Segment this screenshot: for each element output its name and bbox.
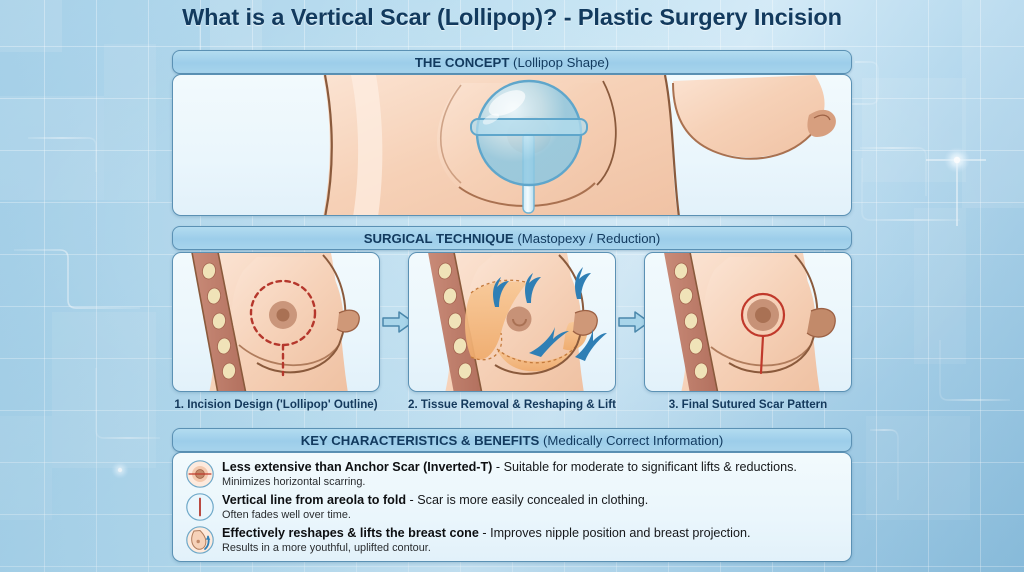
key-characteristic-item: Vertical line from areola to fold - Scar… (173, 491, 851, 524)
key-characteristic-rest: - Improves nipple position and breast pr… (478, 526, 751, 540)
step-connector-arrow-1 (382, 311, 414, 333)
step-2-tissue-removal-lift-illustration (428, 253, 607, 391)
key-characteristic-text: Effectively reshapes & lifts the breast … (222, 525, 751, 555)
concept-header-bold: THE CONCEPT (414, 54, 510, 70)
key-characteristic-rest: - Scar is more easily concealed in cloth… (406, 493, 649, 507)
key-characteristic-bold: Less extensive than Anchor Scar (Inverte… (222, 460, 493, 474)
key-characteristic-bold: Vertical line from areola to fold (222, 493, 407, 507)
technique-section-header: SURGICAL TECHNIQUE (Mastopexy / Reductio… (172, 226, 852, 250)
step-1-caption: 1. Incision Design ('Lollipop' Outline) (174, 398, 378, 411)
key-characteristic-bold: Effectively reshapes & lifts the breast … (222, 526, 479, 540)
key-characteristic-text: Less extensive than Anchor Scar (Inverte… (222, 459, 797, 489)
key-characteristic-main: Effectively reshapes & lifts the breast … (222, 526, 751, 541)
step-3-final-scar-illustration (664, 253, 836, 391)
key-characteristic-sub: Minimizes horizontal scarring. (222, 475, 366, 488)
technique-header-bold: SURGICAL TECHNIQUE (363, 230, 514, 246)
step-3-caption: 3. Final Sutured Scar Pattern (668, 398, 828, 411)
key-characteristics-section-header: KEY CHARACTERISTICS & BENEFITS (Medicall… (172, 428, 852, 452)
technique-step-1-panel (172, 252, 380, 392)
vertical-line-icon (186, 493, 214, 521)
key-header-bold: KEY CHARACTERISTICS & BENEFITS (300, 432, 540, 448)
technique-header-text: SURGICAL TECHNIQUE (Mastopexy / Reductio… (364, 231, 661, 246)
key-characteristic-sub: Often fades well over time. (222, 508, 351, 521)
concept-torso-lollipop-illustration (323, 75, 836, 215)
key-characteristics-panel: Less extensive than Anchor Scar (Inverte… (172, 452, 852, 562)
technique-header-normal: (Mastopexy / Reduction) (513, 230, 661, 246)
key-characteristic-main: Less extensive than Anchor Scar (Inverte… (222, 460, 797, 475)
key-characteristic-rest: - Suitable for moderate to significant l… (492, 460, 797, 474)
technique-step-3-panel (644, 252, 852, 392)
step-1-incision-design-illustration (191, 253, 360, 391)
areola-scar-icon (186, 460, 214, 488)
page-title: What is a Vertical Scar (Lollipop)? - Pl… (182, 4, 842, 30)
concept-illustration-panel (172, 74, 852, 216)
key-header-text: KEY CHARACTERISTICS & BENEFITS (Medicall… (301, 433, 724, 448)
key-characteristic-sub: Results in a more youthful, uplifted con… (222, 541, 431, 554)
step-2-caption: 2. Tissue Removal & Reshaping & Lift (408, 398, 616, 411)
key-header-normal: (Medically Correct Information) (539, 432, 724, 448)
concept-header-normal: (Lollipop Shape) (509, 54, 610, 70)
concept-section-header: THE CONCEPT (Lollipop Shape) (172, 50, 852, 74)
concept-header-text: THE CONCEPT (Lollipop Shape) (415, 55, 609, 70)
key-characteristic-item: Effectively reshapes & lifts the breast … (173, 524, 851, 557)
step-connector-arrow-2 (618, 311, 650, 333)
technique-step-2-panel (408, 252, 616, 392)
breast-lift-icon (186, 526, 214, 554)
key-characteristic-text: Vertical line from areola to fold - Scar… (222, 492, 648, 522)
key-characteristic-item: Less extensive than Anchor Scar (Inverte… (173, 458, 851, 491)
key-characteristic-main: Vertical line from areola to fold - Scar… (222, 493, 648, 508)
